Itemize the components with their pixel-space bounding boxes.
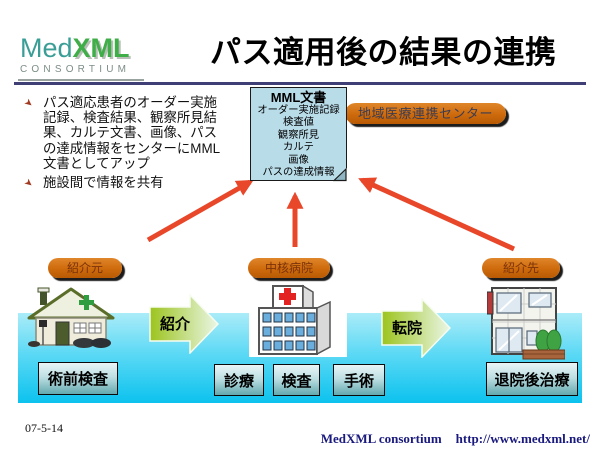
mml-document-item: 観察所見 bbox=[277, 129, 320, 141]
stage-preop-exam: 術前検査 bbox=[38, 362, 118, 395]
stage-aftercare: 退院後治療 bbox=[486, 362, 578, 396]
arrow-bullet-icon: ➤ bbox=[21, 176, 36, 191]
stage-surgery: 手術 bbox=[333, 364, 385, 396]
aftercare-clinic-icon bbox=[486, 284, 566, 366]
mml-document-item: 検査値 bbox=[283, 117, 314, 129]
bullet-list: ➤ パス適応患者のオーダー実施記録、検査結果、観察所見結果、カルテ文書、画像、パ… bbox=[22, 95, 230, 194]
header-divider bbox=[14, 82, 586, 85]
footer: MedXML consortium http://www.medxml.net/ bbox=[321, 431, 590, 447]
mml-document-item: オーダー実施記録 bbox=[257, 105, 340, 116]
mml-document-title: MML文書 bbox=[270, 90, 327, 105]
referral-source-badge: 紹介元 bbox=[48, 258, 122, 278]
transfer-arrow-label: 転院 bbox=[391, 320, 422, 337]
logo-wordmark: MedXML bbox=[20, 34, 150, 62]
bullet-text: 施設間で情報を共有 bbox=[43, 175, 164, 191]
stage-treatment: 診療 bbox=[214, 364, 264, 396]
logo-xml-text: XML bbox=[72, 33, 130, 63]
footer-url: http://www.medxml.net/ bbox=[455, 431, 590, 446]
bullet-item: ➤ パス適応患者のオーダー実施記録、検査結果、観察所見結果、カルテ文書、画像、パ… bbox=[22, 95, 230, 171]
regional-center-badge: 地域医療連携センター bbox=[345, 103, 506, 124]
referral-flow-arrow: 紹介 bbox=[149, 293, 220, 355]
transfer-flow-arrow: 転院 bbox=[381, 297, 452, 359]
mml-document-item: 画像 bbox=[288, 154, 309, 166]
bullet-text: パス適応患者のオーダー実施記録、検査結果、観察所見結果、カルテ文書、画像、パスの… bbox=[43, 95, 221, 171]
referral-arrow-label: 紹介 bbox=[159, 316, 190, 333]
arrow-bullet-icon: ➤ bbox=[21, 96, 36, 111]
folded-corner-icon bbox=[332, 166, 348, 182]
logo-consortium-text: CONSORTIUM bbox=[20, 64, 131, 75]
referral-target-badge: 紹介先 bbox=[482, 258, 560, 278]
stage-examination: 検査 bbox=[273, 364, 320, 396]
core-hospital-badge: 中核病院 bbox=[248, 258, 330, 278]
medxml-logo: MedXML CONSORTIUM bbox=[20, 34, 150, 75]
hospital-icon bbox=[255, 284, 341, 362]
mml-document-box: MML文書 オーダー実施記録 検査値 観察所見 カルテ 画像 パスの達成情報 bbox=[250, 87, 348, 182]
slide-date: 07-5-14 bbox=[25, 421, 63, 435]
page-title: パス適用後の結果の連携 bbox=[210, 35, 557, 70]
clinic-house-icon bbox=[26, 287, 116, 353]
logo-underline bbox=[18, 79, 144, 81]
mml-document-item: パスの達成情報 bbox=[262, 167, 335, 179]
bullet-item: ➤ 施設間で情報を共有 bbox=[22, 175, 230, 191]
logo-med-text: Med bbox=[20, 33, 73, 63]
footer-org: MedXML consortium bbox=[320, 431, 442, 446]
mml-document-item: カルテ bbox=[283, 142, 314, 154]
